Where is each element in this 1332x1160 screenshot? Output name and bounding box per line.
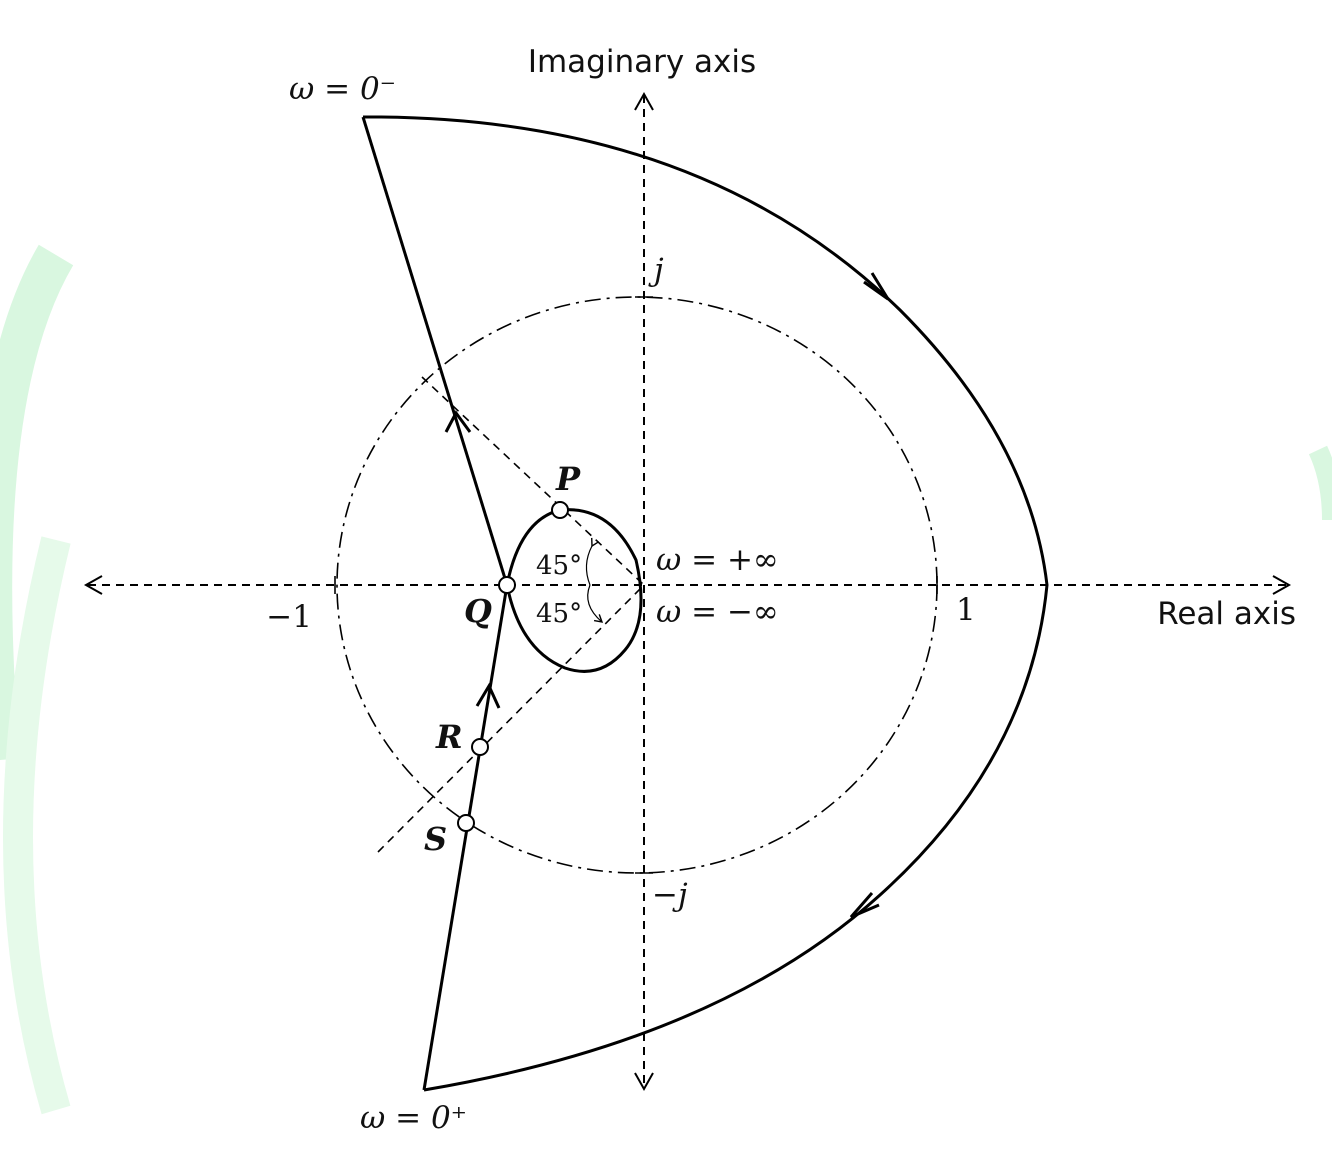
- line-direction-arrow-upper: [444, 410, 472, 433]
- imag-axis-arrow-up: [634, 91, 654, 111]
- point-label-p: P: [555, 460, 581, 498]
- label-omega-zero-minus: ω = 0⁻: [289, 71, 396, 107]
- label-omega-plus-infinity: ω = +∞: [656, 542, 779, 578]
- point-p-marker: [551, 501, 569, 519]
- left-green-arc-lower: [3, 536, 71, 1115]
- tick-label-j: j: [648, 252, 664, 288]
- right-green-arc: [1308, 445, 1332, 521]
- contour-lower-line: [422, 584, 509, 1091]
- real-axis-arrow-left: [83, 575, 103, 595]
- real-axis-arrow-right: [1272, 575, 1292, 595]
- point-s-marker: [457, 814, 475, 832]
- arc-direction-arrow-lower: [849, 892, 880, 919]
- tick-label-minus-one: −1: [266, 599, 312, 635]
- construction-line-lower: [377, 584, 645, 853]
- tick-label-one: 1: [956, 592, 976, 628]
- point-q-marker: [498, 576, 516, 594]
- background-decoration: [0, 244, 1332, 1115]
- tick-label-minus-j: −j: [652, 877, 688, 913]
- angle-arc-lower: [587, 584, 604, 623]
- label-omega-minus-infinity: ω = −∞: [656, 594, 779, 630]
- contour-upper-line: [361, 116, 509, 586]
- small-loop: [505, 508, 643, 673]
- point-r-marker: [471, 738, 489, 756]
- line-direction-arrow-lower: [475, 682, 501, 709]
- point-label-s: S: [424, 820, 447, 858]
- construction-line-upper: [421, 376, 645, 586]
- angle-label-upper: 45°: [536, 551, 582, 581]
- imaginary-axis-label: Imaginary axis: [528, 44, 756, 80]
- contour-infinite-arc: [362, 115, 1049, 1092]
- left-green-arc: [0, 244, 74, 760]
- arc-direction-arrow-upper: [863, 272, 890, 301]
- imag-axis-arrow-down: [634, 1072, 654, 1092]
- point-label-r: R: [435, 718, 463, 756]
- point-label-q: Q: [464, 592, 492, 630]
- angle-label-lower: 45°: [536, 599, 582, 629]
- label-omega-zero-plus: ω = 0⁺: [360, 1100, 467, 1136]
- real-axis-label: Real axis: [1157, 596, 1296, 632]
- angle-arc-upper: [585, 537, 600, 586]
